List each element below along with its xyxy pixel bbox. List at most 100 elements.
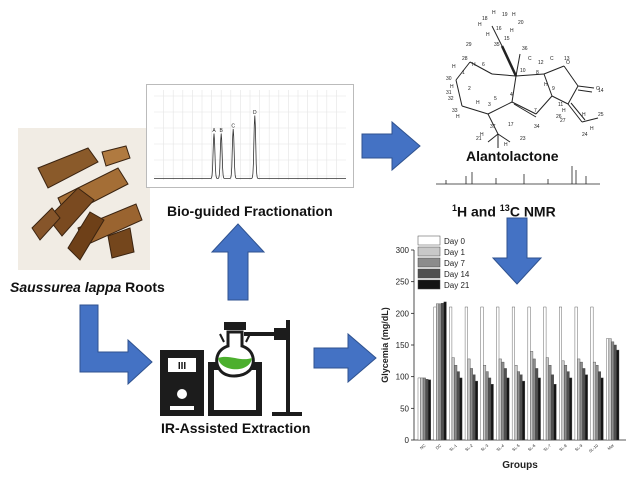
atom-label: H [472,62,476,68]
arrow-fractionation-to-nmr [361,120,421,172]
atom-label: 15 [504,36,510,42]
peak-label-c: C [231,124,235,130]
legend-label: Day 14 [444,270,470,279]
bar [443,301,447,441]
nmr-h-text: H and [457,203,500,220]
bar [496,306,500,441]
x-tick-label: SL-10 [588,442,600,453]
bar [490,384,494,441]
bar [569,377,573,441]
compound-name: Alantolactone [464,148,561,164]
atom-label: 33 [452,108,458,114]
y-tick-label: 150 [396,341,410,350]
bar [616,349,620,441]
legend-swatch [417,268,441,279]
x-tick-label: NC [419,443,427,451]
x-tick-label: SL-3 [480,442,490,452]
bar [506,377,510,441]
y-axis-label: Glycemia (mg/dL) [380,307,390,383]
peak-label-a: A [212,128,216,134]
bar [483,365,487,441]
atom-label: 23 [520,136,526,142]
atom-label: H [512,12,516,18]
x-axis-label: Groups [502,460,538,471]
atom-label: 5 [494,96,497,102]
saussurea-roots-photo [18,128,150,270]
y-tick-label: 0 [405,436,410,445]
bar [503,368,507,441]
atom-label: C [528,56,532,62]
bar [469,368,473,441]
bar [472,374,476,441]
bar [467,358,471,441]
y-tick-label: 200 [396,309,410,318]
x-tick-label: DC [435,443,443,451]
bar [480,306,484,441]
stand-arm [244,332,288,336]
bar [501,361,505,441]
atom-label: 6 [482,62,485,68]
bar [608,338,612,441]
y-tick-label: 300 [396,246,410,255]
atom-label: 24 [582,132,588,138]
atom-label: 4 [510,92,513,98]
atom-label: 14 [598,88,604,94]
roots-label: Saussurea lappa Roots [10,279,165,295]
bar [436,303,439,441]
bar [417,377,421,441]
atom-label: 7 [534,108,537,114]
bar [485,371,489,441]
atom-label: 30 [446,76,452,82]
fractionation-label: Bio-guided Fractionation [167,203,333,219]
bar [498,358,502,441]
arrow-roots-to-extraction [79,304,153,386]
x-tick-label: Met [606,442,615,451]
bar [527,306,531,441]
species-name: Saussurea lappa [10,279,122,295]
bar [545,357,549,441]
atom-label: H [582,112,586,118]
atom-label: 13 [564,56,570,62]
atom-label: H [480,132,484,138]
bar [427,379,431,441]
atom-label: 10 [520,68,526,74]
atom-label: H [452,64,456,70]
bar [425,378,429,441]
bar [441,302,445,441]
y-tick-label: 100 [396,373,410,382]
atom-label: 17 [508,122,514,128]
arrow-extraction-to-fractionation [210,223,266,301]
bar [532,358,536,441]
bar [584,374,588,441]
atom-label: 34 [534,124,540,130]
legend-label: Day 7 [444,259,465,268]
bar [574,306,578,441]
legend-label: Day 0 [444,237,465,246]
x-tick-label: SL-5 [511,442,521,452]
nmr-sup-1: 1 [452,203,458,213]
x-tick-label: SL-6 [527,442,537,452]
device-display-text: III [178,361,187,372]
bar [422,377,426,441]
bar [459,377,463,441]
bar [522,380,526,441]
x-tick-label: SL-9 [574,442,584,452]
roots-word: Roots [121,279,165,295]
chromatogram-trace [154,115,346,179]
atom-label: 37 [490,124,496,130]
nmr-spectrum [436,166,600,185]
arrow-extraction-to-chart [313,332,377,384]
stand-rod [286,320,290,416]
bar [488,377,492,441]
extraction-label: IR-Assisted Extraction [161,420,311,436]
atom-label: 25 [598,112,604,118]
atom-label: C [550,56,554,62]
arrow-nmr-to-chart [491,217,543,285]
bar [550,374,554,441]
bar [514,365,518,441]
atom-label: 29 [466,42,472,48]
atom-label: 18 [482,16,488,22]
atom-label: 9 [552,86,555,92]
